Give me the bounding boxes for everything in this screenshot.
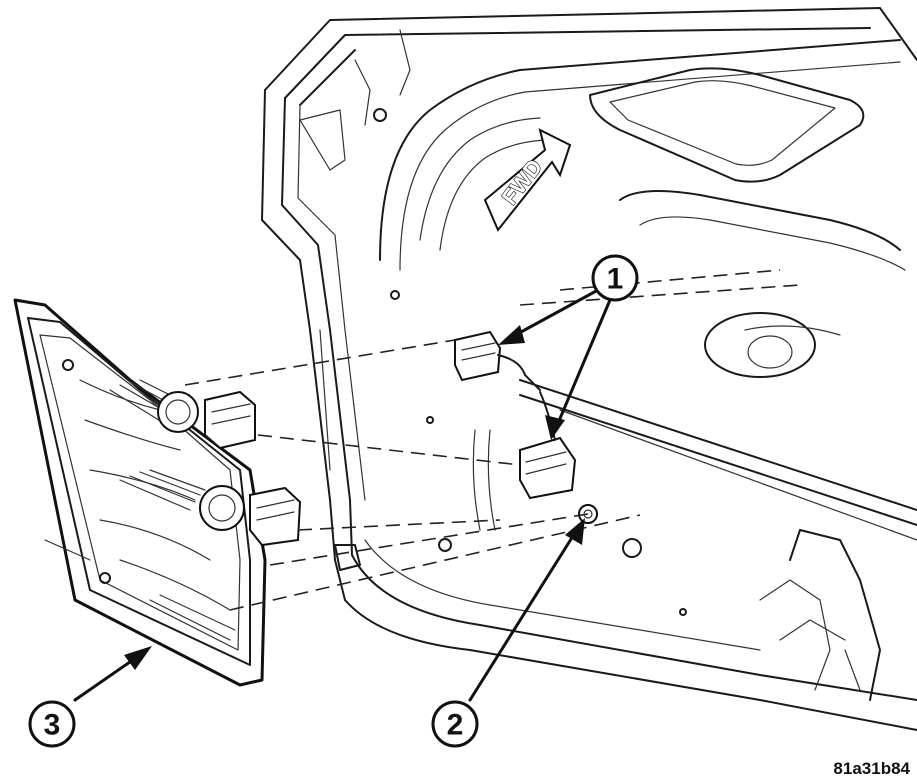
callout-2: 2 <box>431 700 479 748</box>
fwd-arrow-icon: FWD <box>483 128 572 232</box>
figure-id: 81a31b84 <box>833 759 910 778</box>
mounting-nut <box>578 504 598 524</box>
body-panel <box>261 7 917 731</box>
callout-3-label: 3 <box>44 709 61 742</box>
alignment-lines <box>184 269 801 611</box>
leader-lines <box>73 288 612 702</box>
callout-1: 1 <box>591 254 639 302</box>
callout-1-label: 1 <box>607 263 624 296</box>
callout-2-label: 2 <box>447 709 464 742</box>
harness-connector-upper <box>454 330 541 391</box>
callout-3: 3 <box>28 700 76 748</box>
tail-lamp-assembly <box>13 298 302 687</box>
harness-connector-lower <box>519 391 577 500</box>
